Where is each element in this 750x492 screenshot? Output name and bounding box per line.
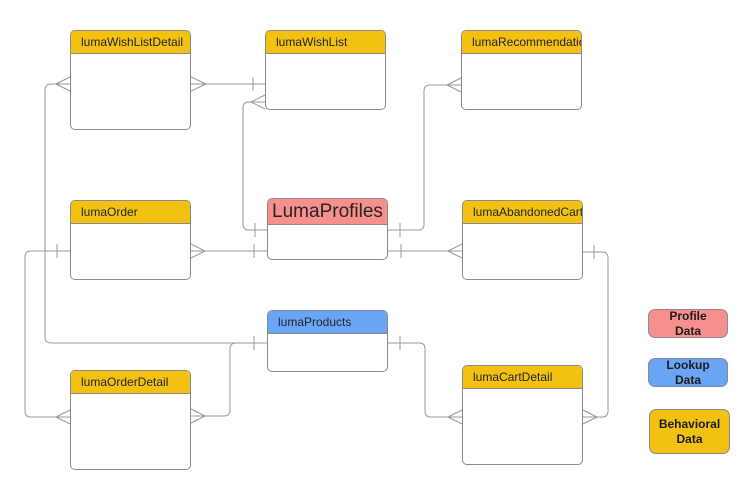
crow-foot-icon — [55, 409, 71, 425]
entity-header: lumaProducts — [268, 311, 387, 334]
connector-lumaProfiles-lumaAbandonedCart[interactable] — [388, 243, 463, 259]
connector-lumaProducts-lumaCartDetail[interactable] — [388, 336, 463, 425]
entity-lumaProfiles[interactable]: LumaProfiles — [267, 198, 388, 260]
entity-lumaOrder[interactable]: lumaOrder — [70, 200, 191, 280]
connector-lumaOrder-lumaOrderDetail[interactable] — [24, 244, 71, 425]
entity-header: lumaWishList — [266, 31, 385, 54]
connector-lumaProducts-lumaOrderDetail[interactable] — [190, 342, 237, 424]
entity-label: lumaAbandonedCart — [473, 205, 582, 219]
legend-behavioral-data[interactable]: Behavioral Data — [649, 409, 730, 454]
crow-foot-icon — [446, 77, 462, 93]
connector-line — [191, 342, 237, 417]
entity-label: lumaWishListDetail — [81, 35, 184, 49]
legend-label: Lookup Data — [666, 357, 710, 387]
crow-foot-icon — [55, 76, 71, 92]
connector-line — [583, 251, 609, 418]
crow-foot-icon — [190, 408, 206, 424]
entity-label: lumaWishList — [276, 35, 348, 49]
connector-line — [242, 101, 267, 231]
entity-header: LumaProfiles — [268, 199, 387, 225]
connector-line — [24, 250, 70, 418]
entity-label: lumaOrder — [81, 205, 138, 219]
legend-label: Behavioral Data — [658, 416, 721, 446]
connector-line — [388, 342, 462, 418]
crow-foot-icon — [250, 94, 266, 110]
entity-label: lumaProducts — [278, 315, 352, 329]
connector-lumaProfiles-lumaWishList[interactable] — [242, 94, 267, 237]
crow-foot-icon — [190, 76, 207, 92]
entity-lumaWishListDetail[interactable]: lumaWishListDetail — [70, 30, 191, 130]
entity-lumaProducts[interactable]: lumaProducts — [267, 310, 388, 372]
entity-label: lumaOrderDetail — [81, 375, 169, 389]
crow-foot-icon — [190, 243, 206, 259]
entity-header: lumaOrder — [71, 201, 190, 224]
entity-lumaAbandonedCart[interactable]: lumaAbandonedCart — [462, 200, 583, 280]
crow-foot-icon — [447, 243, 463, 259]
crow-foot-icon — [447, 409, 463, 425]
entity-label: lumaCartDetail — [473, 370, 553, 384]
entity-header: lumaCartDetail — [463, 366, 582, 389]
connector-lumaWishList-lumaWishListDetail[interactable] — [190, 76, 265, 92]
connector-lumaProfiles-lumaOrder[interactable] — [190, 243, 267, 259]
crow-foot-icon — [582, 409, 598, 425]
entity-label: LumaProfiles — [272, 200, 383, 222]
connector-lumaProfiles-lumaRecommendation[interactable] — [388, 77, 462, 237]
entity-lumaRecommendation[interactable]: lumaRecommendation — [461, 30, 582, 110]
entity-lumaOrderDetail[interactable]: lumaOrderDetail — [70, 370, 191, 470]
entity-header: lumaRecommendation — [462, 31, 581, 54]
connector-lumaAbandonedCart-lumaCartDetail[interactable] — [582, 245, 609, 425]
connector-line — [388, 84, 461, 231]
entity-header: lumaAbandonedCart — [463, 201, 582, 224]
connector-lumaProducts-lumaWishListDetail[interactable] — [44, 76, 267, 350]
entity-lumaCartDetail[interactable]: lumaCartDetail — [462, 365, 583, 465]
entity-lumaWishList[interactable]: lumaWishList — [265, 30, 386, 110]
legend-label: Profile Data — [669, 308, 707, 338]
entity-label: lumaRecommendation — [472, 35, 581, 49]
legend-profile-data[interactable]: Profile Data — [648, 309, 728, 338]
entity-header: lumaWishListDetail — [71, 31, 190, 54]
connector-line — [44, 83, 267, 344]
entity-header: lumaOrderDetail — [71, 371, 190, 394]
legend-lookup-data[interactable]: Lookup Data — [648, 358, 728, 387]
